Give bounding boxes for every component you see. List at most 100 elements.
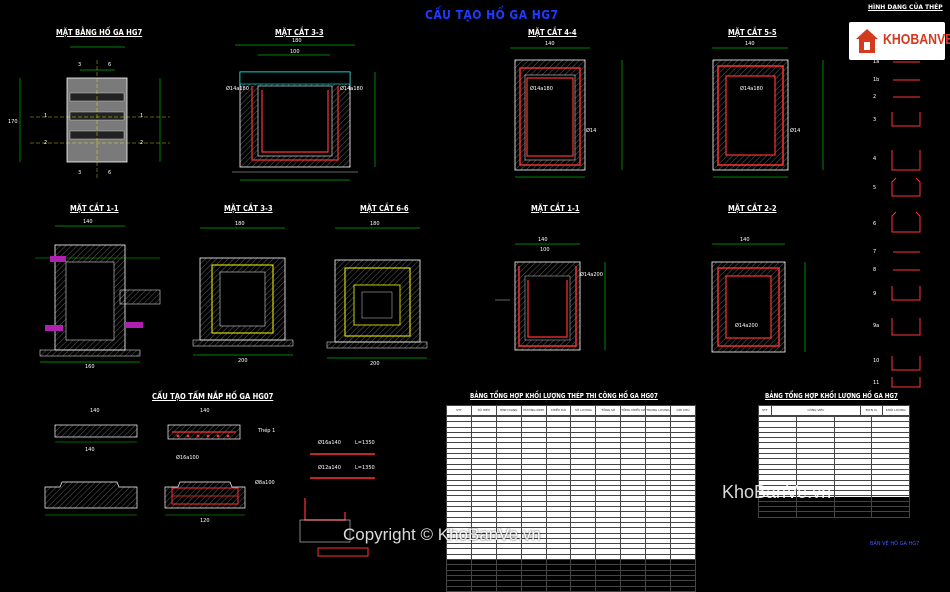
title-sec22: MẶT CẮT 2-2: [728, 204, 777, 213]
cad-drawing: 170 3 6 3 6 1 2 1 2: [8, 38, 921, 557]
section-3-3-top: [232, 44, 376, 181]
table-row: [446, 585, 696, 592]
qty-th-3: KHỐI LƯỢNG: [881, 405, 911, 416]
title-sec11-right: MẶT CẮT 1-1: [531, 204, 580, 213]
table-cell: [758, 511, 797, 518]
svg-text:3: 3: [78, 62, 81, 68]
steel-th-7: TỔNG CHIỀU DÀI: [620, 405, 647, 416]
svg-text:2: 2: [873, 94, 876, 100]
title-plan: MẶT BẰNG HỐ GA HG7: [56, 28, 143, 37]
table-cell: [470, 585, 497, 592]
title-sec33-top: MẶT CẮT 3-3: [275, 28, 324, 37]
svg-text:2: 2: [140, 140, 143, 146]
table-row: [446, 495, 696, 502]
rebar-label-8: Ø14a200: [735, 323, 758, 329]
rebar-label-2: Ø14a180: [340, 86, 363, 92]
table-cell: [545, 585, 572, 592]
rebar-label-9: Ø16a140: [318, 440, 341, 446]
title-sec11-left: MẶT CẮT 1-1: [70, 204, 119, 213]
steel-table-body: [446, 415, 696, 592]
rebar-label-10: L=1350: [355, 440, 375, 446]
svg-text:6: 6: [108, 170, 111, 176]
rebar-label-1: Ø14a180: [226, 86, 249, 92]
title-sec55: MẶT CẮT 5-5: [728, 28, 777, 37]
svg-text:180: 180: [370, 221, 380, 227]
svg-text:9: 9: [873, 291, 876, 297]
svg-text:5: 5: [873, 185, 876, 191]
steel-th-9: GHI CHÚ: [670, 405, 696, 416]
table-row: [446, 463, 696, 470]
table-cell: [520, 585, 547, 592]
section-4-4: [510, 47, 623, 178]
table-cell: [620, 585, 647, 592]
section-1-1-left: [35, 225, 161, 363]
title-quantity-table: BẢNG TỔNG HỢP KHỐI LƯỢNG HỐ GA HG7: [765, 392, 898, 400]
table-cell: [570, 585, 597, 592]
table-row: [446, 421, 696, 428]
table-cell: [795, 511, 835, 518]
svg-text:1b: 1b: [873, 77, 879, 83]
rebar-label-13: Ø16a100: [176, 455, 199, 461]
table-row: [446, 468, 696, 476]
sheet-stamp: BẢN VẼ HỐ GA HG7: [870, 541, 920, 547]
steel-th-2: HÌNH DẠNG: [495, 405, 522, 416]
title-sec33-mid: MẶT CẮT 3-3: [224, 204, 273, 213]
table-row: [446, 415, 696, 423]
svg-text:120: 120: [200, 518, 210, 524]
quantity-table-body: [758, 415, 910, 518]
svg-text:1: 1: [44, 113, 47, 119]
svg-text:180: 180: [292, 38, 302, 44]
rebar-label-11: Ø12a140: [318, 465, 341, 471]
title-steel-table: BẢNG TỔNG HỢP KHỐI LƯỢNG THÉP THI CÔNG H…: [470, 392, 658, 400]
table-row: [446, 553, 696, 561]
table-cell: [871, 511, 910, 518]
rebar-label-7: Ø14a200: [580, 272, 603, 278]
house-logo-icon: [856, 29, 878, 53]
section-5-5: [712, 47, 824, 178]
svg-text:140: 140: [538, 237, 548, 243]
svg-text:9a: 9a: [873, 323, 879, 329]
logo-text: KHOBANVE: [883, 31, 950, 48]
svg-text:100: 100: [540, 247, 550, 253]
svg-text:2: 2: [44, 140, 47, 146]
svg-text:140: 140: [85, 447, 95, 453]
plan-view: 170 3 6 3 6 1 2 1 2: [8, 46, 170, 180]
svg-text:140: 140: [83, 219, 93, 225]
table-cell: [645, 585, 672, 592]
title-sec66: MẶT CẮT 6-6: [360, 204, 409, 213]
steel-th-5: SỐ LƯỢNG: [570, 405, 597, 416]
svg-text:1: 1: [140, 113, 143, 119]
steel-th-3: ĐƯỜNG KÍNH: [520, 405, 547, 416]
svg-text:160: 160: [85, 364, 95, 370]
svg-text:100: 100: [290, 49, 300, 55]
section-2-2: [711, 243, 806, 353]
svg-text:180: 180: [235, 221, 245, 227]
main-title: CẤU TẠO HỐ GA HG7: [425, 8, 559, 22]
table-cell: [495, 585, 522, 592]
table-cell: [670, 585, 696, 592]
rebar-label-14: Thép 1: [258, 428, 276, 434]
svg-text:170: 170: [8, 119, 18, 125]
watermark-bottom: Copyright © KhoBanVe.vn: [343, 525, 541, 544]
title-sec44: MẶT CẮT 4-4: [528, 28, 577, 37]
svg-text:4: 4: [873, 156, 876, 162]
svg-text:6: 6: [108, 62, 111, 68]
cover-slab: [44, 424, 375, 557]
quantity-table: STT CÔNG VIỆC ĐƠN VỊ KHỐI LƯỢNG: [758, 405, 911, 518]
svg-text:140: 140: [200, 408, 210, 414]
svg-text:10: 10: [873, 358, 879, 364]
svg-text:200: 200: [370, 361, 380, 367]
svg-text:7: 7: [873, 249, 876, 255]
rebar-label-6: Ø14: [790, 128, 801, 134]
rebar-label-15: Ø8a100: [255, 480, 275, 486]
svg-text:6: 6: [873, 221, 876, 227]
section-3-3-mid: [192, 227, 294, 356]
table-cell: [833, 511, 873, 518]
steel-shapes: [891, 61, 921, 388]
steel-th-1: SỐ HIỆU: [470, 405, 497, 416]
steel-th-0: STT: [446, 405, 472, 416]
svg-text:3: 3: [873, 117, 876, 123]
svg-text:3: 3: [78, 170, 81, 176]
rebar-label-5: Ø14: [586, 128, 597, 134]
table-cell: [595, 585, 622, 592]
